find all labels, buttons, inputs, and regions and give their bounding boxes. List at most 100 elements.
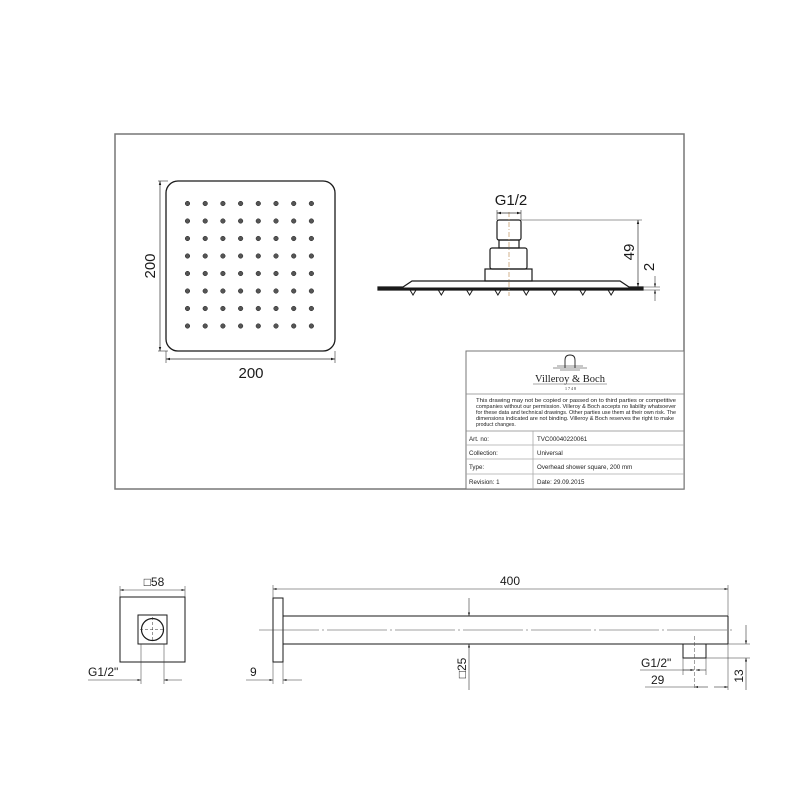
brand-logo-icon	[553, 354, 587, 371]
side-nozzle-icon	[465, 289, 474, 296]
nozzle-icon	[238, 218, 244, 224]
flange-thickness-label: 9	[250, 665, 257, 679]
nozzle-icon	[273, 218, 279, 224]
nozzle-icon	[255, 270, 261, 277]
outlet-height-label: 13	[732, 669, 746, 683]
row-type-value: Overhead shower square, 200 mm	[537, 464, 632, 471]
nozzle-icon	[202, 305, 208, 312]
brand-year: 1748	[565, 386, 577, 391]
nozzle-icon	[238, 323, 244, 329]
nozzle-icon	[308, 200, 314, 207]
nozzle-icon	[255, 305, 261, 312]
nozzle-icon	[220, 305, 226, 312]
nozzle-icon	[308, 235, 314, 242]
side-nozzle-icon	[522, 289, 531, 296]
row-date-value: Date: 29.09.2015	[537, 479, 585, 486]
row-artno-value: TVC00040220061	[537, 436, 588, 443]
brand-name: Villeroy & Boch	[535, 374, 606, 385]
row-collection-label: Collection:	[469, 450, 498, 457]
nozzle-icon	[238, 200, 244, 207]
nozzle-icon	[202, 218, 208, 224]
row-type-label: Type:	[469, 464, 484, 471]
nozzle-icon	[255, 323, 261, 329]
nozzle-icon	[255, 200, 261, 207]
side-height-label: 49	[621, 244, 638, 261]
row-revision-label: Revision: 1	[469, 479, 500, 486]
shower-head-top-view: 200 200	[142, 180, 336, 382]
nozzle-icon	[184, 253, 191, 259]
nozzle-icon	[238, 235, 244, 242]
nozzle-icon	[308, 288, 314, 294]
nozzle-icon	[220, 323, 226, 329]
nozzle-icon	[220, 288, 226, 294]
nozzle-icon	[220, 218, 226, 224]
title-block: Villeroy & Boch 1748 This drawing may no…	[465, 350, 685, 490]
nozzle-icon	[291, 235, 297, 242]
nozzle-icon	[291, 288, 297, 294]
nozzle-icon	[273, 253, 279, 259]
nozzle-icon	[273, 270, 279, 277]
arm-end-view: □58 G1/2"	[88, 575, 186, 684]
nozzle-icon	[220, 200, 226, 207]
nozzle-icon	[184, 270, 191, 277]
nozzle-icon	[291, 200, 297, 207]
nozzle-icon	[238, 305, 244, 312]
nozzle-icon	[238, 270, 244, 277]
nozzle-icon	[308, 218, 314, 224]
nozzle-icon	[255, 235, 261, 242]
shower-head-side-view: G1/2 49 2	[377, 192, 660, 301]
nozzle-icon	[202, 323, 208, 329]
nozzle-icon	[184, 323, 191, 329]
disclaimer-line-2: companies without our permission. Viller…	[476, 404, 676, 410]
top-view-width-label: 200	[238, 365, 263, 382]
drawing-frame	[114, 133, 685, 490]
nozzle-icon	[273, 200, 279, 207]
nozzle-icon	[238, 288, 244, 294]
nozzle-icon	[291, 218, 297, 224]
disclaimer-line-1: This drawing may not be copied or passed…	[476, 398, 676, 404]
nozzle-icon	[291, 323, 297, 329]
row-artno-label: Art. no:	[469, 436, 489, 443]
side-nozzle-icon	[550, 289, 559, 296]
nozzle-icon	[202, 200, 208, 207]
nozzle-icon	[238, 253, 244, 259]
nozzle-icon	[184, 288, 191, 294]
nozzle-icon	[308, 253, 314, 259]
nozzle-icon	[273, 288, 279, 294]
outlet-thread-label: G1/2"	[641, 656, 671, 670]
nozzle-icon	[184, 235, 191, 242]
nozzle-icon	[255, 253, 261, 259]
nozzle-icon	[273, 235, 279, 242]
nozzle-icon	[202, 253, 208, 259]
nozzle-icon	[255, 218, 261, 224]
disclaimer-line-5: product changes.	[476, 422, 516, 428]
disclaimer-line-4: dimensions indicated are not binding. Vi…	[476, 416, 674, 422]
nozzle-icon	[220, 253, 226, 259]
side-nozzles	[409, 289, 615, 296]
nozzle-icon	[202, 288, 208, 294]
nozzle-icon	[184, 218, 191, 224]
arm-length-label: 400	[500, 574, 520, 588]
nozzle-icon	[291, 253, 297, 259]
nozzle-grid	[184, 200, 314, 329]
side-nozzle-icon	[437, 289, 446, 296]
side-nozzle-icon	[578, 289, 587, 296]
side-nozzle-icon	[409, 289, 417, 296]
nozzle-icon	[308, 323, 314, 329]
top-view-height-label: 200	[142, 253, 159, 278]
nozzle-icon	[308, 270, 314, 277]
nozzle-icon	[202, 235, 208, 242]
nozzle-icon	[273, 323, 279, 329]
nozzle-icon	[255, 288, 261, 294]
nozzle-icon	[184, 200, 191, 207]
nozzle-icon	[184, 305, 191, 312]
nozzle-icon	[308, 305, 314, 312]
side-nozzle-icon	[494, 289, 502, 296]
nozzle-icon	[273, 305, 279, 312]
nozzle-icon	[220, 235, 226, 242]
side-thread-label: G1/2	[495, 192, 528, 209]
arm-end-square-label: □58	[144, 575, 165, 589]
arm-side-view: 400 9 □25 G1/2" 29 13	[246, 574, 750, 690]
side-thickness-label: 2	[641, 263, 658, 271]
nozzle-icon	[291, 305, 297, 312]
